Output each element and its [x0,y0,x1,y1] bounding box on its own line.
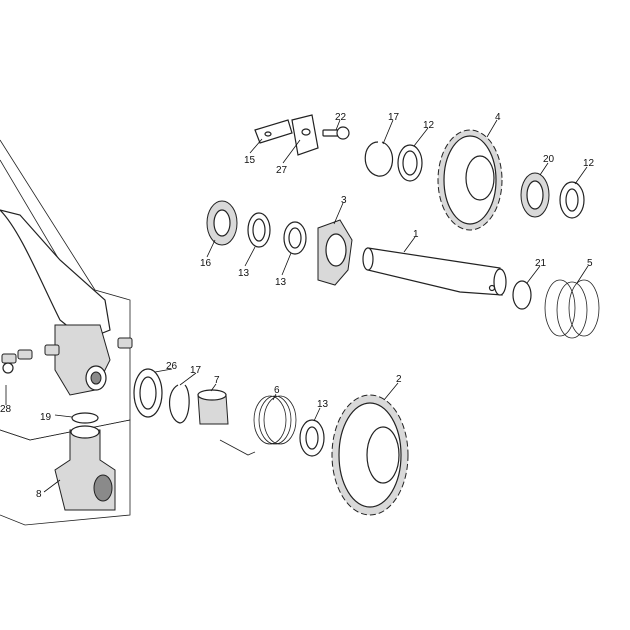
callout-17-lower: 17 [190,365,202,376]
part-1-shaft [362,247,507,296]
callout-20: 20 [543,154,555,165]
callout-28: 28 [0,404,12,415]
part-6-torsion-spring [219,395,297,456]
callout-13-a: 13 [238,268,250,279]
callout-17-top: 17 [388,112,400,123]
part-16-bearing [206,200,238,246]
callout-2: 2 [396,374,402,385]
fastener-group-left [1,349,33,374]
part-13-washer-a [247,212,271,248]
part-8-inset [0,412,131,526]
part-5-spring [544,279,600,339]
part-15-plate [254,119,293,144]
part-26-seal [133,368,163,418]
callout-27: 27 [276,165,288,176]
callout-12-right: 12 [583,158,595,169]
callout-7: 7 [214,375,220,386]
part-12-washer-top [397,144,423,182]
callout-13-c: 13 [317,399,329,410]
part-13-washer-b [283,221,307,255]
callout-16: 16 [200,258,212,269]
part-20-bearing [520,172,550,218]
part-21-washer [512,280,532,310]
part-13-washer-c [299,419,325,457]
part-17-circlip-top [364,141,394,177]
callout-3: 3 [341,195,347,206]
callout-5: 5 [587,258,593,269]
callouts: 15 27 22 17 12 4 20 12 3 1 16 13 13 21 5… [0,112,595,500]
part-12-washer-right [559,181,585,219]
callout-1: 1 [413,229,419,240]
callout-6: 6 [274,385,280,396]
leader-lines [5,119,589,493]
callout-4: 4 [495,112,501,123]
callout-8: 8 [36,489,42,500]
callout-22: 22 [335,112,347,123]
callout-13-b: 13 [275,277,287,288]
part-3-ratchet [317,219,353,286]
callout-12-top: 12 [423,120,435,131]
part-2-gear [331,394,409,516]
callout-15: 15 [244,155,256,166]
part-17-circlip-lower [169,384,190,424]
callout-21: 21 [535,258,547,269]
part-22-bolt [322,126,350,140]
kickstart-lever-panel [0,139,133,441]
callout-19: 19 [40,412,52,423]
part-7-bush [197,389,229,425]
callout-26: 26 [166,361,178,372]
part-4-gear [437,129,503,231]
part-27-bracket [291,114,319,156]
